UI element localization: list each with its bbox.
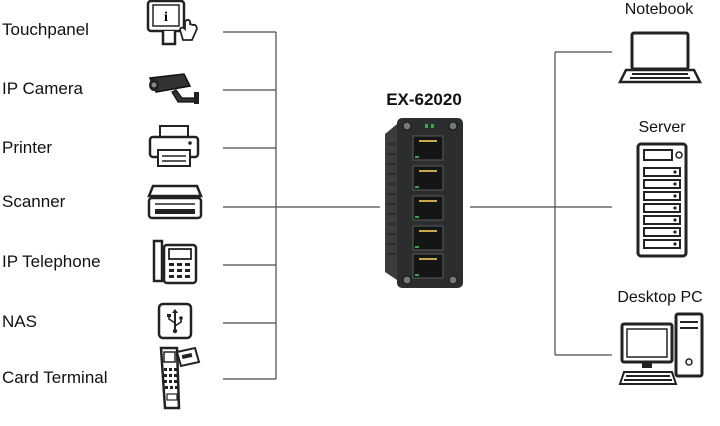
card-terminal-icon [159,346,201,410]
nas-usb-drive-icon [157,302,193,340]
desktop-pc-icon [618,312,704,385]
svg-text:i: i [164,10,168,25]
label-notebook: Notebook [624,1,694,18]
touchpanel-kiosk-icon: i [146,0,198,46]
switch-ex-62020 [385,118,463,288]
label-scanner: Scanner [2,192,66,211]
printer-icon [148,125,200,167]
ip-telephone-icon [152,239,198,285]
ip-camera-icon [148,73,199,104]
switch-model-title: EX-62020 [386,90,462,109]
label-server: Server [638,119,686,136]
notebook-laptop-icon [618,31,702,84]
label-ip-telephone: IP Telephone [2,252,101,271]
label-ip-camera: IP Camera [2,79,83,98]
label-nas: NAS [2,312,37,331]
label-printer: Printer [2,138,53,157]
label-desktop-pc: Desktop PC [617,289,703,306]
label-touchpanel: Touchpanel [2,20,89,39]
server-rack-icon [636,142,688,258]
scanner-icon [147,184,203,220]
label-card-terminal: Card Terminal [2,368,108,387]
